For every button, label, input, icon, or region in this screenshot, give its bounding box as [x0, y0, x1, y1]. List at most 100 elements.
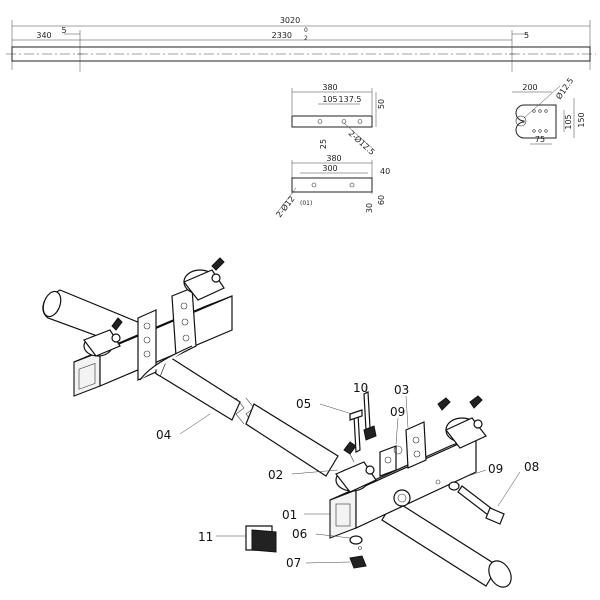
plate-b-view: 380 300 40 30 60 2-Ø12 (01)	[274, 154, 390, 219]
right-vertical-plate-2	[405, 421, 427, 469]
right-plate-hole-1	[384, 456, 392, 464]
plate-c-hole-3	[544, 109, 548, 113]
nut-07	[349, 555, 367, 569]
plate-c-hole-5	[538, 129, 542, 133]
left-plate-hole-4	[180, 302, 188, 310]
dim-plate-a-height: 50	[377, 99, 386, 109]
plate-c-hole-1	[532, 109, 536, 113]
dim-plate-b-width: 380	[326, 154, 341, 163]
leader-03	[405, 395, 409, 429]
right-collar-inner	[397, 493, 407, 503]
main-tube-04	[152, 355, 339, 477]
dim-plate-b-height-30: 30	[365, 203, 374, 213]
label-plate-c-hole: Ø12.5	[553, 76, 575, 101]
clamp-bl-bolt	[211, 273, 221, 283]
plate-c-main-hole	[515, 115, 527, 127]
callout-08: 08	[524, 460, 539, 474]
plate-c-hole-4	[532, 129, 536, 133]
dim-plate-b-height-60: 60	[377, 195, 386, 205]
clamp-fl-bolt	[111, 333, 121, 343]
left-plate-hole-1	[143, 322, 151, 330]
left-plate-hole-5	[181, 318, 189, 326]
plate-c-hole-6	[544, 129, 548, 133]
label-plate-b-holes: 2-Ø12	[274, 194, 297, 219]
main-tube-break-1	[235, 397, 245, 425]
clamp-br-bolt	[473, 419, 483, 429]
label-plate-b-note: (01)	[300, 200, 312, 207]
back-tube	[42, 289, 146, 349]
callout-07: 07	[286, 556, 301, 570]
callout-leaders	[179, 386, 521, 564]
dim-plate-a-edge: 25	[319, 139, 328, 149]
right-lower-tube	[381, 499, 499, 587]
assembly-view: 10 03 05 09 04 02 09 08 01 11 06 07	[42, 257, 539, 588]
leader-plate-c-hole	[523, 85, 561, 119]
plate-b-outline	[291, 177, 373, 193]
dim-left-small: 5	[61, 26, 66, 35]
plate-c-hole-2	[538, 109, 542, 113]
leader-09a	[395, 417, 399, 445]
left-plate-hole-6	[182, 334, 190, 342]
dim-overall-length: 3020	[280, 16, 300, 25]
clamp-back-left	[183, 257, 225, 301]
clamp-fl-wingnut	[111, 317, 123, 331]
left-frame	[73, 257, 233, 397]
plate-c-outline	[515, 104, 557, 139]
left-square-end	[73, 351, 101, 397]
plate-b-hole-1	[311, 182, 317, 188]
callout-05: 05	[296, 397, 311, 411]
top-view-tube: 3020 340 5 2330 0 2 5	[6, 16, 596, 72]
callout-10: 10	[353, 381, 368, 395]
plate-a-hole-3	[357, 119, 363, 124]
leader-08	[497, 471, 521, 507]
leader-02	[291, 469, 339, 475]
clamp-fr-stem	[349, 453, 355, 463]
main-tube-lower-segment	[245, 403, 339, 477]
right-square-inner	[335, 503, 351, 527]
leader-plate-b-holes	[275, 187, 297, 215]
dim-plate-c-bottom: 75	[535, 135, 545, 144]
clamp-front-left	[83, 317, 123, 357]
right-square-end	[329, 489, 357, 539]
right-bolt-hole	[435, 479, 441, 485]
callout-04: 04	[156, 428, 171, 442]
clamp-bl-wingnut	[211, 257, 225, 271]
plate-c-view: 200 Ø12.5 150 105 75	[512, 76, 586, 145]
washer-09a	[393, 445, 403, 455]
left-plate-hole-2	[143, 336, 151, 344]
callout-09a: 09	[390, 405, 405, 419]
dim-plate-c-height: 150	[577, 112, 586, 127]
clamp-front-right	[335, 441, 377, 493]
leader-06	[315, 533, 351, 539]
right-lower-tube-end	[488, 560, 512, 588]
right-frame	[329, 395, 512, 588]
dim-center-tol-upper: 0	[304, 27, 308, 34]
clamp-fr-bolt	[365, 465, 375, 475]
callout-02: 02	[268, 468, 283, 482]
dim-plate-c-inner: 105	[564, 114, 573, 129]
leader-05	[319, 403, 353, 415]
left-plate-hole-3	[143, 350, 151, 358]
clamp-fr-wingnut	[343, 441, 357, 455]
callout-03: 03	[394, 383, 409, 397]
plate-b-hole-2	[349, 182, 355, 188]
clamp-br-wingnut-1	[437, 397, 451, 411]
leader-04	[179, 413, 211, 435]
clamp-br-wingnut-2	[469, 395, 483, 409]
left-vertical-plate-2	[171, 287, 197, 357]
label-plate-a-holes: 2-Ø12.5	[347, 128, 378, 157]
plate-a-outline	[291, 115, 373, 128]
hardware	[245, 391, 505, 569]
washer-09b	[448, 481, 460, 491]
right-vertical-plate-1	[379, 445, 397, 477]
callout-11: 11	[198, 530, 213, 544]
leader-plate-a-holes	[343, 122, 375, 151]
plate-a-hole-1	[317, 119, 323, 124]
left-square-inner	[78, 363, 96, 390]
plate-a-hole-2	[341, 119, 347, 124]
dim-plate-a-hole-2: 137.5	[339, 95, 362, 104]
dim-plate-c-width: 200	[522, 83, 537, 92]
bolt-10-shank	[363, 391, 371, 431]
